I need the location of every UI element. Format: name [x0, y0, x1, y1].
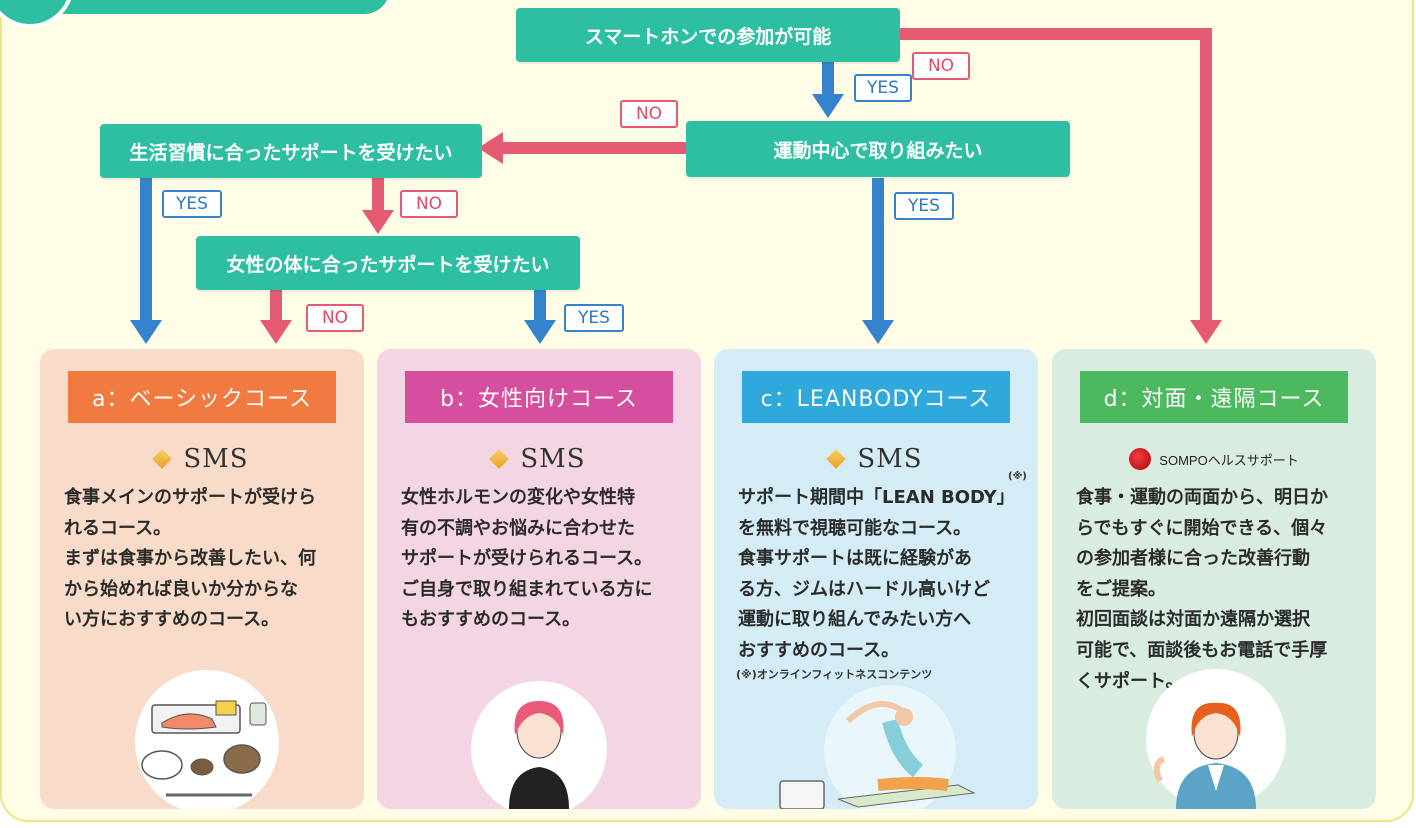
course-description: 食事メインのサポートが受けら れるコース。 まずは食事から改善したい、何 から始…: [64, 487, 316, 631]
label-no: NO: [306, 304, 364, 332]
advisor-illustration: [1146, 669, 1286, 809]
course-description: 女性ホルモンの変化や女性特 有の不調やお悩みに合わせた サポートが受けられるコー…: [401, 487, 653, 631]
course-title: c：LEANBODYコース: [742, 371, 1010, 423]
sms-logo-text: SMS: [857, 444, 923, 474]
question-smartphone: スマートホンでの参加が可能: [516, 8, 900, 62]
arrowhead-yes-q4-to-b: [524, 320, 556, 344]
sms-logo: SMS: [714, 439, 1038, 479]
arrowhead-yes-q1-to-q2: [812, 94, 844, 118]
japanese-meal-illustration: [135, 670, 279, 809]
sms-diamond-icon: [152, 449, 173, 469]
label-no: NO: [620, 100, 678, 128]
arrowhead-no-q2-to-q3: [478, 132, 503, 164]
label-yes: YES: [894, 192, 954, 220]
note-mark: (※): [1008, 471, 1027, 482]
footnote: (※)オンラインフィットネスコンテンツ: [736, 668, 933, 681]
course-description: サポート期間中「LEAN BODY」 を無料で視聴可能なコース。 食事サポートは…: [738, 487, 1015, 661]
arrowhead-yes-q3-to-a: [130, 320, 162, 344]
yoga-illustration: [779, 685, 976, 809]
sompo-mark-icon: [1129, 448, 1152, 470]
course-card-a: a：ベーシックコース SMS 食事メインのサポートが受けら れるコース。 まずは…: [40, 349, 364, 809]
question-female: 女性の体に合ったサポートを受けたい: [196, 236, 580, 290]
course-description: 食事・運動の両面から、明日か らでもすぐに開始できる、個々 の参加者様に合った改…: [1076, 487, 1328, 692]
woman-illustration: [471, 681, 607, 809]
course-title: d：対面・遠隔コース: [1080, 371, 1348, 423]
header-tab: [0, 0, 390, 14]
sms-logo: SMS: [377, 439, 701, 479]
label-yes: YES: [564, 304, 624, 332]
course-title: a：ベーシックコース: [68, 371, 336, 423]
course-card-b: b：女性向けコース SMS 女性ホルモンの変化や女性特 有の不調やお悩みに合わせ…: [377, 349, 701, 809]
arrowhead-yes-q2-to-c: [862, 320, 894, 344]
arrowhead-no-q4-to-a: [260, 320, 292, 344]
arrowhead-no-q1-to-d: [1190, 320, 1222, 344]
sms-logo-text: SMS: [520, 444, 586, 474]
course-card-c: c：LEANBODYコース SMS サポート期間中「LEAN BODY」 を無料…: [714, 349, 1038, 809]
sms-logo-text: SMS: [183, 444, 249, 474]
question-lifestyle: 生活習慣に合ったサポートを受けたい: [100, 124, 482, 178]
label-yes: YES: [162, 190, 222, 218]
sompo-logo-text: SOMPOヘルスサポート: [1159, 452, 1299, 468]
label-yes: YES: [854, 74, 912, 102]
sms-logo: SMS: [40, 439, 364, 479]
label-no: NO: [400, 190, 458, 218]
question-exercise: 運動中心で取り組みたい: [686, 121, 1070, 177]
course-title: b：女性向けコース: [405, 371, 673, 423]
arrowhead-no-q3-to-q4: [362, 210, 394, 234]
sompo-logo: SOMPOヘルスサポート: [1052, 439, 1376, 479]
sms-diamond-icon: [826, 449, 847, 469]
course-card-d: d：対面・遠隔コース SOMPOヘルスサポート 食事・運動の両面から、明日か ら…: [1052, 349, 1376, 809]
arrow-no-q1-to-d: [900, 28, 1212, 322]
sms-diamond-icon: [489, 449, 510, 469]
label-no: NO: [912, 52, 970, 80]
